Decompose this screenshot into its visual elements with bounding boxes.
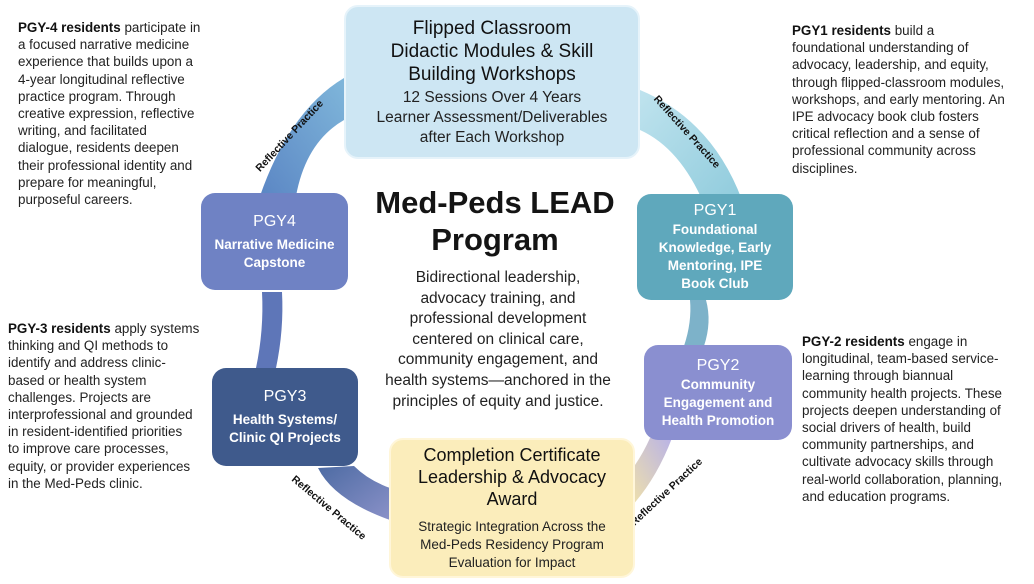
completion-certificate-box: Completion Certificate Leadership & Advo… (389, 438, 635, 578)
pgy1-summary-line-4: through flipped-classroom modules, (792, 74, 1005, 90)
pgy2-summary-line-2: longitudinal, team-based service- (802, 351, 999, 367)
pgy2-summary-line-8: cultivate advocacy skills through (802, 454, 994, 470)
top-box-title-2: Didactic Modules & Skill (390, 40, 594, 62)
program-desc-line-1: Bidirectional leadership, (415, 269, 581, 286)
pgy4-year: PGY4 (253, 212, 296, 230)
pgy4-box: PGY4 Narrative Medicine Capstone (201, 193, 348, 290)
ring-segment-top-left (260, 78, 344, 196)
ring-segment-top-right (640, 90, 742, 204)
pgy2-box: PGY2 Community Engagement and Health Pro… (644, 345, 792, 440)
ring-segment-bottom-right (630, 438, 672, 508)
pgy4-summary-bold: PGY-4 residents (18, 20, 121, 35)
pgy3-summary-line-3: identify and address clinic- (8, 355, 166, 371)
pgy2-summary-line-3: learning through biannual (802, 368, 954, 384)
pgy1-desc-4: Book Club (681, 276, 749, 291)
program-desc-line-5: community engagement, and (398, 351, 598, 369)
pgy3-summary: PGY-3 residents apply systems thinking a… (8, 320, 223, 492)
pgy2-summary-line-6: social drivers of health, build (802, 420, 971, 436)
pgy4-summary-line-4: 4-year longitudinal reflective (18, 71, 185, 87)
program-title-line-2: Program (431, 222, 559, 257)
program-title: Med-Peds LEAD Program (360, 184, 630, 258)
pgy3-year: PGY3 (263, 388, 307, 405)
pgy1-box: PGY1 Foundational Knowledge, Early Mento… (637, 194, 793, 300)
pgy4-summary-line-8: dialogue, residents deepen (18, 140, 179, 156)
pgy3-desc-1: Health Systems/ (232, 412, 338, 427)
pgy4-summary-line-6: creative expression, reflective (18, 106, 195, 122)
pgy3-summary-line-1: apply systems (110, 321, 200, 336)
pgy1-summary-line-2: foundational understanding of (792, 40, 969, 56)
pgy3-summary-line-9: equity, or provider experiences (8, 458, 191, 474)
program-desc-line-3: professional development (409, 310, 587, 328)
pgy3-summary-line-10: in the Med-Peds clinic. (8, 475, 143, 491)
bottom-box-title-3: Award (486, 489, 538, 509)
pgy3-summary-line-7: in resident-identified priorities (8, 424, 183, 440)
pgy2-summary-line-4: community health projects. These (802, 385, 1002, 401)
pgy2-summary-line-10: and education programs. (802, 488, 951, 504)
pgy4-summary-line-5: practice program. Through (18, 88, 176, 104)
ring-segment-right (684, 300, 709, 346)
pgy4-summary-line-11: purposeful careers. (18, 192, 133, 208)
pgy2-desc-2: Engagement and (663, 394, 773, 410)
pgy1-desc-1: Foundational (672, 222, 758, 237)
pgy2-summary-bold: PGY-2 residents (802, 334, 905, 349)
top-box-sub-3: after Each Workshop (419, 128, 565, 146)
flipped-classroom-box: Flipped Classroom Didactic Modules & Ski… (344, 5, 640, 159)
program-title-line-1: Med-Peds LEAD (375, 185, 615, 220)
pgy2-summary-line-9: real-world collaboration, planning, (802, 471, 1003, 487)
pgy3-summary-line-2: thinking and QI methods to (8, 338, 169, 354)
pgy2-summary-line-5: projects deepen understanding of (802, 402, 1001, 418)
pgy1-summary-line-6: IPE advocacy book club fosters (792, 109, 979, 125)
pgy1-desc-3: Mentoring, IPE (667, 258, 763, 273)
pgy1-summary-line-8: professional community across (792, 143, 976, 159)
pgy1-summary: PGY1 residents build a foundational unde… (792, 22, 1032, 177)
pgy2-summary-line-7: community partnerships, and (802, 437, 974, 453)
pgy3-summary-line-8: to improve care processes, (8, 441, 169, 457)
pgy4-desc-1: Narrative Medicine (214, 236, 335, 252)
program-desc-line-4: centered on clinical care, (412, 330, 584, 348)
pgy1-summary-line-5: workshops, and early mentoring. An (792, 91, 1005, 107)
pgy2-summary-line-1: engage in (904, 334, 968, 349)
bottom-box-sub-3: Evaluation for Impact (448, 555, 576, 570)
pgy1-summary-line-7: critical reflection and a sense of (792, 126, 980, 142)
bottom-box-sub-1: Strategic Integration Across the (418, 519, 606, 534)
bottom-box-title-2: Leadership & Advocacy (417, 467, 607, 487)
top-box-title-3: Building Workshops (408, 63, 576, 85)
pgy1-summary-line-9: disciplines. (792, 160, 858, 176)
pgy3-summary-line-4: based or health system (8, 372, 147, 388)
pgy4-summary: PGY-4 residents participate in a focused… (18, 19, 233, 208)
pgy2-summary: PGY-2 residents engage in longitudinal, … (802, 333, 1032, 505)
pgy4-summary-line-3: experience that builds upon a (18, 54, 193, 70)
program-desc-line-7: principles of equity and justice. (392, 392, 604, 410)
top-box-sub-2: Learner Assessment/Deliverables (376, 108, 608, 126)
pgy3-summary-line-6: interprofessional and grounded (8, 407, 193, 423)
pgy3-desc-2: Clinic QI Projects (229, 430, 341, 445)
pgy4-summary-line-1: participate in (120, 20, 201, 35)
pgy3-summary-line-5: challenges. Projects are (8, 389, 151, 405)
program-desc-line-6: health systems—anchored in the (385, 371, 611, 389)
top-box-sub-1: 12 Sessions Over 4 Years (402, 88, 582, 106)
pgy4-summary-line-2: a focused narrative medicine (18, 37, 190, 53)
ring-segment-bottom-left (318, 466, 390, 520)
pgy2-desc-1: Community (680, 376, 756, 392)
pgy2-desc-3: Health Promotion (661, 412, 775, 428)
program-description: Bidirectional leadership, advocacy train… (368, 268, 628, 412)
pgy1-desc-2: Knowledge, Early (658, 240, 772, 255)
pgy4-summary-line-10: prepare for meaningful, (18, 174, 157, 190)
pgy3-box: PGY3 Health Systems/ Clinic QI Projects (212, 368, 358, 466)
pgy1-summary-bold: PGY1 residents (792, 23, 891, 38)
pgy1-summary-line-3: advocacy, leadership, and equity, (792, 57, 989, 73)
pgy4-desc-2: Capstone (243, 254, 306, 270)
top-box-title-1: Flipped Classroom (412, 17, 572, 39)
pgy4-summary-line-9: their professional identity and (18, 157, 193, 173)
pgy1-year: PGY1 (693, 202, 737, 219)
ring-segment-left (256, 292, 283, 368)
program-desc-line-2: advocacy training, and (420, 289, 576, 307)
pgy2-year: PGY2 (696, 356, 740, 374)
bottom-box-title-1: Completion Certificate (423, 445, 601, 465)
pgy3-summary-bold: PGY-3 residents (8, 321, 111, 336)
pgy1-summary-line-1: build a (891, 23, 935, 38)
bottom-box-sub-2: Med-Peds Residency Program (420, 537, 604, 552)
pgy4-summary-line-7: writing, and facilitated (18, 123, 147, 139)
